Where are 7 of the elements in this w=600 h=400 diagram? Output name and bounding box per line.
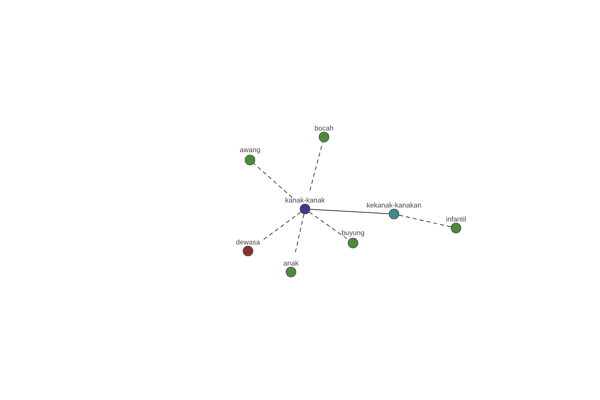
connector-line xyxy=(262,212,302,242)
connector-line xyxy=(308,212,350,240)
connector-line xyxy=(310,209,390,214)
connector-line xyxy=(254,163,292,198)
connector-line xyxy=(294,214,304,254)
connector-line xyxy=(398,214,452,228)
connector-line xyxy=(310,142,323,191)
